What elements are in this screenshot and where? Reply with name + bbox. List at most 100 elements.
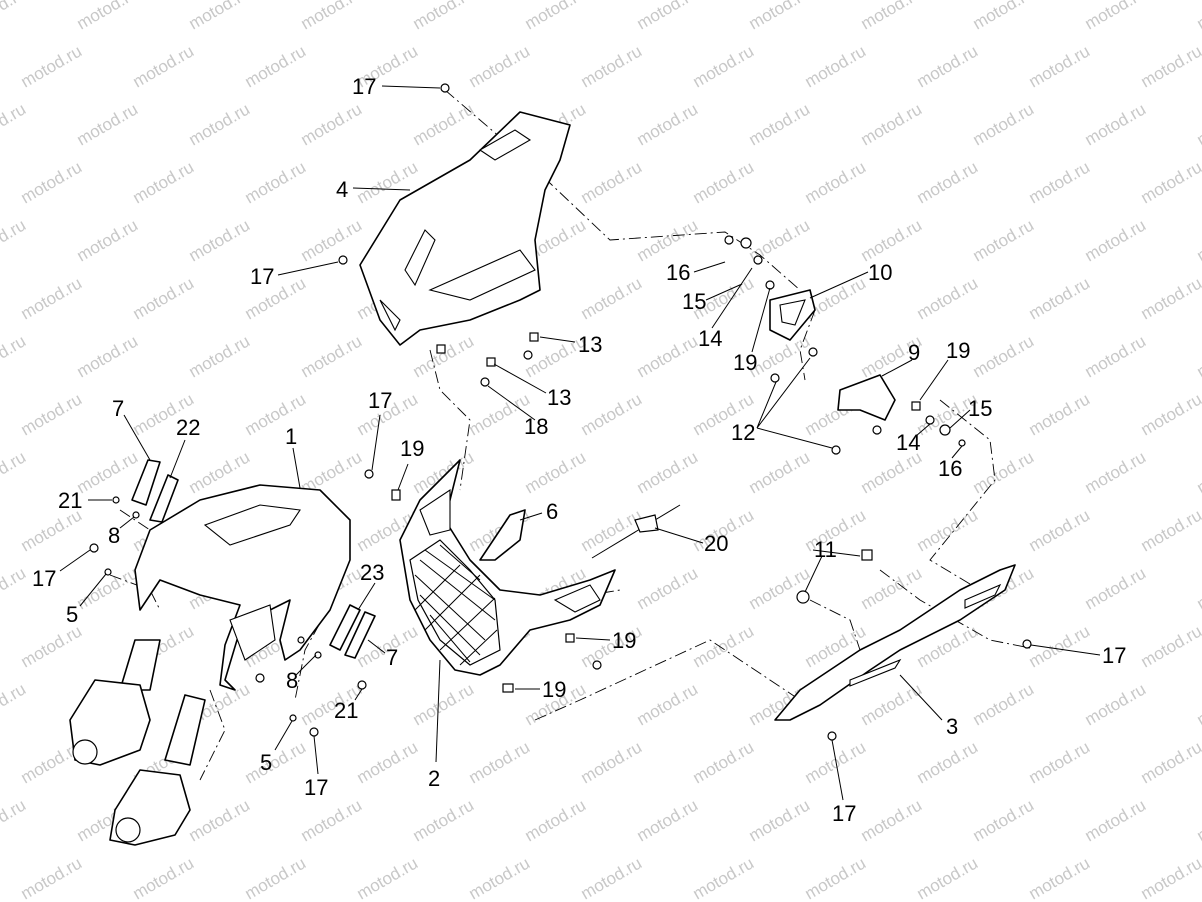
watermark-text: motod.ru bbox=[0, 795, 29, 845]
part-20-cable bbox=[591, 504, 681, 559]
watermark-text: motod.ru bbox=[1081, 795, 1149, 845]
watermark-text: motod.ru bbox=[185, 795, 253, 845]
callout-19-top: 19 bbox=[733, 350, 757, 375]
watermark-text: motod.ru bbox=[73, 0, 141, 33]
watermark-text: motod.ru bbox=[857, 99, 925, 149]
watermark-text: motod.ru bbox=[913, 505, 981, 555]
watermark-text: motod.ru bbox=[73, 215, 141, 265]
watermark-text: motod.ru bbox=[689, 621, 757, 671]
watermark-text: motod.ru bbox=[689, 41, 757, 91]
watermark-text: motod.ru bbox=[1137, 389, 1202, 439]
watermark-text: motod.ru bbox=[969, 331, 1037, 381]
watermark-text: motod.ru bbox=[633, 795, 701, 845]
watermark-text: motod.ru bbox=[857, 215, 925, 265]
callout-17-far-left: 17 bbox=[32, 566, 56, 591]
watermark-text: motod.ru bbox=[857, 795, 925, 845]
callout-2: 2 bbox=[428, 766, 440, 791]
watermark-text: motod.ru bbox=[1193, 215, 1202, 265]
callout-1: 1 bbox=[285, 424, 297, 449]
watermark-text: motod.ru bbox=[1137, 621, 1202, 671]
watermark-text: motod.ru bbox=[1081, 0, 1149, 33]
watermark-text: motod.ru bbox=[745, 99, 813, 149]
callout-3: 3 bbox=[946, 714, 958, 739]
watermark-text: motod.ru bbox=[185, 0, 253, 33]
callout-12: 12 bbox=[731, 420, 755, 445]
callout-21-right: 21 bbox=[334, 698, 358, 723]
watermark-text: motod.ru bbox=[465, 737, 533, 787]
watermark-text: motod.ru bbox=[1137, 157, 1202, 207]
callout-5-left: 5 bbox=[66, 602, 78, 627]
watermark-text: motod.ru bbox=[1193, 447, 1202, 497]
watermark-text: motod.ru bbox=[129, 157, 197, 207]
watermark-text: motod.ru bbox=[17, 621, 85, 671]
watermark-text: motod.ru bbox=[577, 389, 645, 439]
watermark-text: motod.ru bbox=[297, 795, 365, 845]
watermark-text: motod.ru bbox=[857, 0, 925, 33]
watermark-text: motod.ru bbox=[969, 0, 1037, 33]
watermark-text: motod.ru bbox=[297, 99, 365, 149]
watermark-text: motod.ru bbox=[1193, 99, 1202, 149]
watermark-text: motod.ru bbox=[1137, 853, 1202, 902]
callout-4: 4 bbox=[336, 177, 348, 202]
watermark-text: motod.ru bbox=[409, 679, 477, 729]
watermark-text: motod.ru bbox=[241, 853, 309, 902]
watermark-text: motod.ru bbox=[73, 99, 141, 149]
callout-19-right: 19 bbox=[946, 338, 970, 363]
watermark-text: motod.ru bbox=[0, 447, 29, 497]
watermark-text: motod.ru bbox=[577, 505, 645, 555]
watermark-text: motod.ru bbox=[241, 157, 309, 207]
callout-13-upper: 13 bbox=[578, 332, 602, 357]
watermark-text: motod.ru bbox=[0, 679, 29, 729]
watermark-text: motod.ru bbox=[73, 447, 141, 497]
watermark-text: motod.ru bbox=[1081, 331, 1149, 381]
watermark-text: motod.ru bbox=[185, 331, 253, 381]
part-10-bracket bbox=[769, 289, 816, 341]
hardware-fasteners bbox=[89, 83, 1032, 741]
watermark-text: motod.ru bbox=[1193, 679, 1202, 729]
callout-22: 22 bbox=[176, 415, 200, 440]
watermark-text: motod.ru bbox=[969, 795, 1037, 845]
watermark-text: motod.ru bbox=[969, 447, 1037, 497]
callout-20: 20 bbox=[704, 531, 728, 556]
watermark-text: motod.ru bbox=[1081, 447, 1149, 497]
leader-lines bbox=[59, 85, 1101, 801]
callout-17-mid: 17 bbox=[368, 388, 392, 413]
watermark-text: motod.ru bbox=[17, 273, 85, 323]
part-6-plate bbox=[479, 509, 526, 561]
front-fork-legs bbox=[69, 639, 206, 846]
callout-19-lower: 19 bbox=[612, 628, 636, 653]
watermark-text: motod.ru bbox=[17, 853, 85, 902]
watermark-text: motod.ru bbox=[577, 41, 645, 91]
watermark-text: motod.ru bbox=[1025, 853, 1093, 902]
callout-17-left: 17 bbox=[250, 264, 274, 289]
callout-17-bottom-right: 17 bbox=[832, 801, 856, 826]
watermark-text: motod.ru bbox=[521, 795, 589, 845]
callout-19-mid: 19 bbox=[400, 436, 424, 461]
watermark-text: motod.ru bbox=[185, 99, 253, 149]
watermark-text: motod.ru bbox=[633, 0, 701, 33]
watermark-text: motod.ru bbox=[129, 853, 197, 902]
watermark-text: motod.ru bbox=[241, 41, 309, 91]
callout-10: 10 bbox=[868, 260, 892, 285]
watermark-text: motod.ru bbox=[465, 853, 533, 902]
watermark-text: motod.ru bbox=[465, 41, 533, 91]
watermark-text: motod.ru bbox=[409, 795, 477, 845]
watermark-text: motod.ru bbox=[633, 447, 701, 497]
watermark-text: motod.ru bbox=[409, 0, 477, 33]
watermark-text: motod.ru bbox=[969, 215, 1037, 265]
watermark-text: motod.ru bbox=[17, 389, 85, 439]
watermark-text: motod.ru bbox=[801, 41, 869, 91]
watermark-text: motod.ru bbox=[745, 447, 813, 497]
watermark-text: motod.ru bbox=[1193, 0, 1202, 33]
watermark-text: motod.ru bbox=[577, 737, 645, 787]
watermark-text: motod.ru bbox=[465, 389, 533, 439]
watermark-text: motod.ru bbox=[0, 331, 29, 381]
watermark-text: motod.ru bbox=[73, 331, 141, 381]
watermark-text: motod.ru bbox=[0, 563, 29, 613]
callout-17-far-right: 17 bbox=[1102, 643, 1126, 668]
watermark-text: motod.ru bbox=[913, 157, 981, 207]
part-3-side-cover bbox=[774, 564, 1016, 721]
watermark-text: motod.ru bbox=[1025, 505, 1093, 555]
callout-16-top: 16 bbox=[666, 260, 690, 285]
